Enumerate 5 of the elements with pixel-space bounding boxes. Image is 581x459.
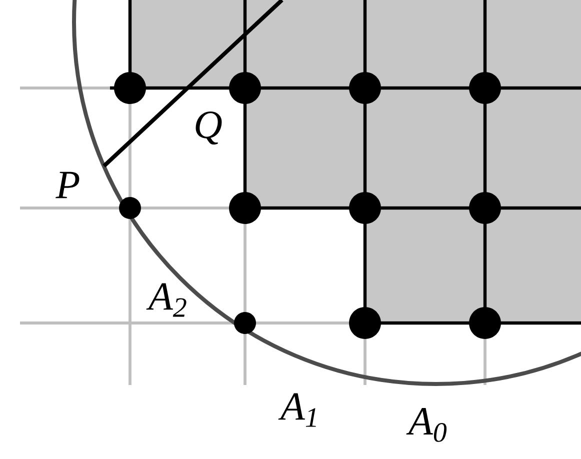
point-label: P: [56, 172, 80, 198]
point-label: A$_{0}$: [406, 408, 447, 442]
point-label: A$_{1}$: [278, 393, 316, 427]
point-label: A$_{2}$: [146, 283, 186, 317]
point-label: Q: [196, 112, 222, 144]
